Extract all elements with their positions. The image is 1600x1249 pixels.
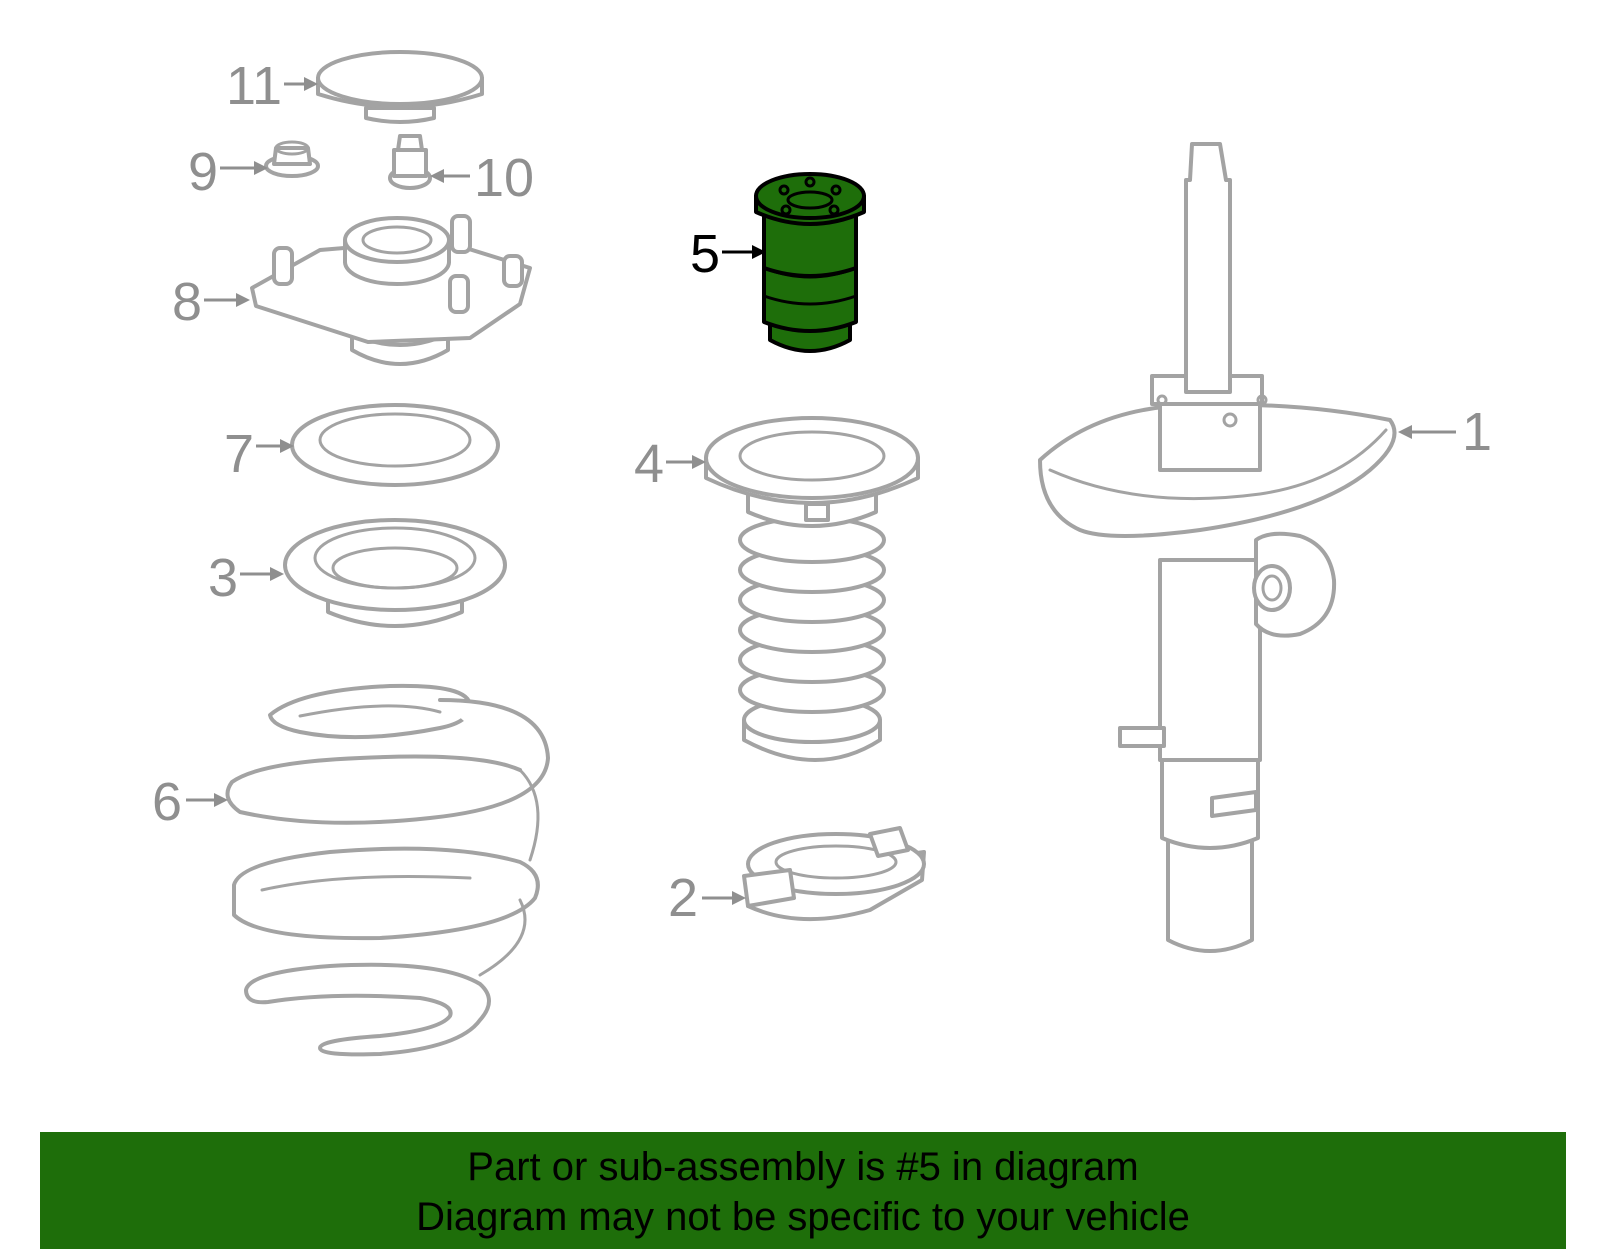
callout-6: 6 [152,772,228,832]
callout-1: 1 [1398,402,1492,462]
part-8-upper-mount[interactable] [250,214,532,366]
part-3-spring-seat[interactable] [283,518,507,628]
part-4-dust-boot[interactable] [704,416,920,762]
callout-2: 2 [668,868,746,928]
callout-4: 4 [634,434,706,494]
info-banner: Part or sub-assembly is #5 in diagram Di… [40,1132,1566,1249]
callout-label-3: 3 [208,548,238,608]
callout-11: 11 [226,56,318,116]
part-5-bump-stop[interactable] [754,172,866,353]
part-1-strut-assembly[interactable] [1038,142,1397,953]
part-6-coil-spring[interactable] [225,683,550,1057]
callout-label-4: 4 [634,434,664,494]
callout-9: 9 [188,142,268,202]
banner-line-disclaimer: Diagram may not be specific to your vehi… [416,1195,1190,1239]
callout-8: 8 [172,272,250,332]
callout-label-6: 6 [152,772,182,832]
callout-7: 7 [224,424,294,484]
part-2-lower-insulator[interactable] [742,826,926,922]
callout-label-1: 1 [1462,402,1492,462]
callout-label-11: 11 [226,56,282,116]
callout-label-10: 10 [474,148,534,208]
part-9-flange-nut[interactable] [264,140,320,178]
callout-label-2: 2 [668,868,698,928]
callout-label-8: 8 [172,272,202,332]
part-10-nut[interactable] [388,134,432,190]
callout-label-9: 9 [188,142,218,202]
banner-line-part: Part or sub-assembly is #5 in diagram [467,1145,1139,1189]
part-11-strut-cap[interactable] [316,50,484,124]
callout-label-5: 5 [690,224,720,284]
callout-label-7: 7 [224,424,254,484]
callout-5: 5 [690,224,766,284]
callout-10: 10 [430,148,534,208]
part-7-insulator[interactable] [290,403,500,487]
callout-3: 3 [208,548,284,608]
